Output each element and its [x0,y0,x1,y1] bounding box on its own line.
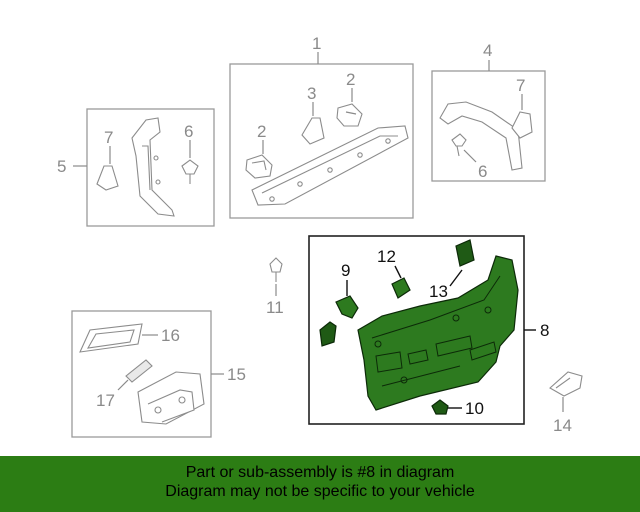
callout-5: 5 [57,157,66,176]
info-banner: Part or sub-assembly is #8 in diagram Di… [0,456,640,512]
part-11 [269,257,283,296]
group-box-8 [308,235,536,425]
callout-13: 13 [429,282,448,301]
callout-11: 11 [266,298,284,317]
callout-16: 16 [161,326,180,345]
group-box-1 [229,52,414,219]
callout-6-box4: 6 [478,162,487,181]
callout-8: 8 [540,321,549,340]
callout-2-right: 2 [346,70,355,89]
banner-line-2: Diagram may not be specific to your vehi… [165,483,475,500]
callout-4: 4 [483,41,492,60]
group-box-15 [71,310,224,438]
part-14 [549,371,583,412]
callout-7-box4: 7 [516,76,525,95]
callout-9: 9 [341,261,350,280]
parts-diagram: 1 2 2 3 4 5 6 6 7 7 8 9 10 11 12 13 14 1… [57,34,583,438]
callout-labels: 1 2 2 3 4 5 6 6 7 7 8 9 10 11 12 13 14 1… [57,34,572,435]
callout-2-left: 2 [257,122,266,141]
callout-14: 14 [553,416,572,435]
trim-panel-holes [269,138,391,202]
callout-10: 10 [465,399,484,418]
callout-12: 12 [377,247,396,266]
group-box-5 [73,108,215,227]
liftgate-trim-panel[interactable] [357,255,519,411]
callout-7-box5: 7 [104,128,113,147]
callout-3: 3 [307,84,316,103]
group-box-4 [431,60,546,182]
callout-1: 1 [312,34,321,53]
callout-6-box5: 6 [184,122,193,141]
callout-15: 15 [227,365,246,384]
callout-17: 17 [96,391,115,410]
banner-line-1: Part or sub-assembly is #8 in diagram [185,464,455,481]
